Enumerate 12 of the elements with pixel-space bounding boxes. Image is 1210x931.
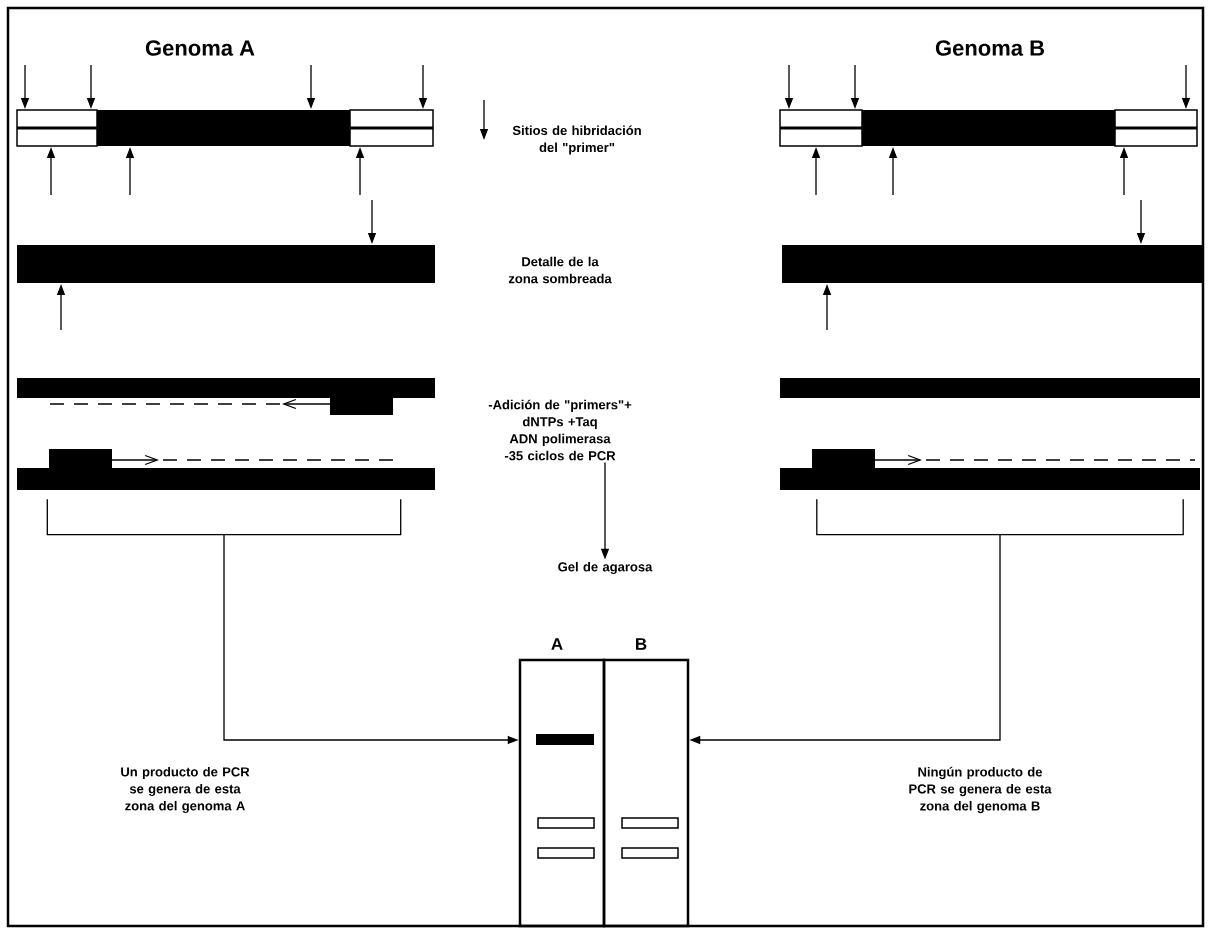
step-text: Gel de agarosa <box>558 561 653 575</box>
bracket <box>46 498 402 536</box>
step-text: -Adición de "primers"+ dNTPs +Taq ADN polimerasa -35 ciclos de PCR <box>488 399 632 461</box>
node-label: B <box>636 638 647 650</box>
caption-text: Un producto de PCR se genera de esta zona del genoma A <box>121 766 250 814</box>
legend-text: Sitios de hibridación del "primer" <box>512 125 641 155</box>
heading: Genoma B <box>935 40 1044 56</box>
bracket <box>816 498 1184 536</box>
caption-text: Ningún producto de PCR se genera de esta zona del genoma B <box>909 766 1052 814</box>
caption-text: Detalle de la zona sombreada <box>508 256 612 284</box>
heading: Genoma A <box>145 40 255 56</box>
node-label: A <box>551 638 563 650</box>
